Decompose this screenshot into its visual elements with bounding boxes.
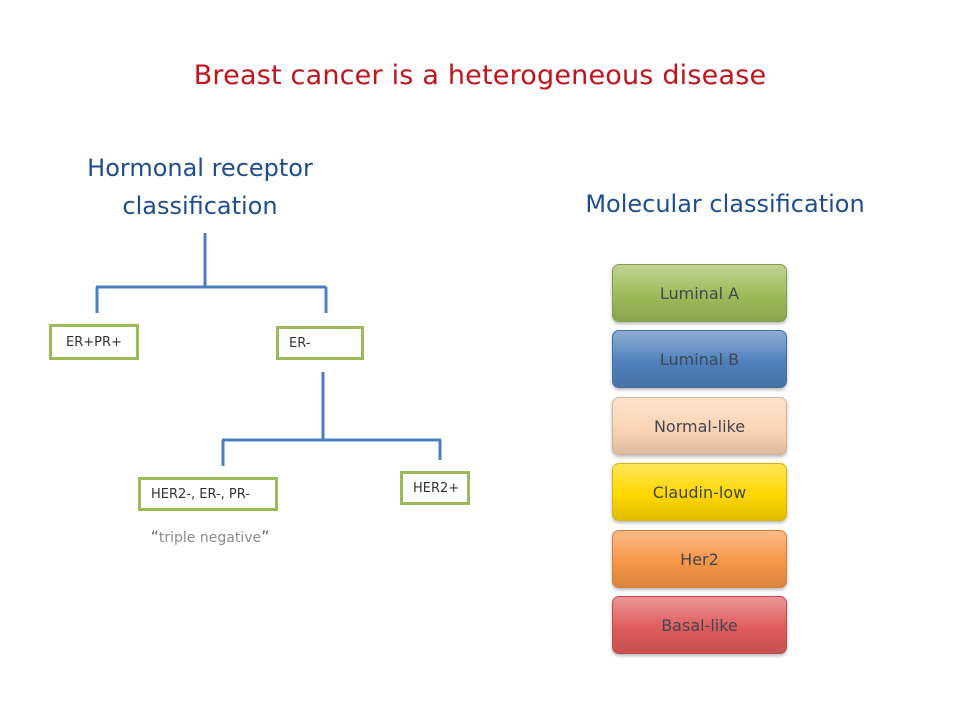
heading-line-1: Hormonal receptor bbox=[87, 154, 313, 182]
her2-label: Her2 bbox=[680, 549, 719, 569]
normal-like-box: Normal-like bbox=[612, 397, 787, 455]
basal-like-label: Basal-like bbox=[661, 615, 738, 635]
open-quote: “ bbox=[150, 527, 159, 546]
luminal-a-label: Luminal A bbox=[659, 283, 740, 303]
luminal-b-box: Luminal B bbox=[612, 330, 787, 388]
hormonal-classification-heading: Hormonal receptor classification bbox=[50, 149, 350, 225]
luminal-a-box: Luminal A bbox=[612, 264, 787, 322]
claudin-low-box: Claudin-low bbox=[612, 463, 787, 521]
close-quote: ” bbox=[261, 527, 270, 546]
molecular-classification-heading: Molecular classification bbox=[585, 190, 865, 218]
her2-positive-box: HER2+ bbox=[400, 471, 470, 505]
er-pr-positive-box: ER+PR+ bbox=[49, 324, 139, 360]
triple-negative-note: “triple negative” bbox=[130, 527, 290, 546]
er-negative-box: ER- bbox=[276, 326, 364, 360]
her2-box: Her2 bbox=[612, 530, 787, 588]
slide-title: Breast cancer is a heterogeneous disease bbox=[193, 60, 767, 91]
heading-line-2: classification bbox=[122, 192, 278, 220]
claudin-low-label: Claudin-low bbox=[652, 482, 747, 502]
luminal-b-label: Luminal B bbox=[659, 349, 740, 369]
triple-negative-box: HER2-, ER-, PR- bbox=[138, 477, 278, 511]
note-text: triple negative bbox=[158, 530, 262, 546]
normal-like-label: Normal-like bbox=[653, 416, 746, 436]
basal-like-box: Basal-like bbox=[612, 596, 787, 654]
